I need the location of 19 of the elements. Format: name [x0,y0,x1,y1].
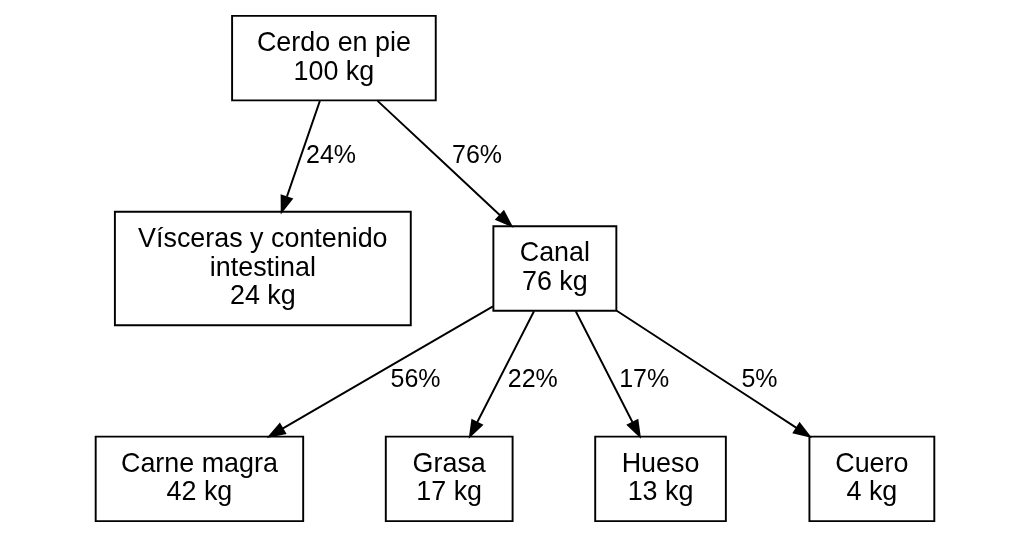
arrow [574,310,641,439]
node-box: Grasa 17 kg [384,435,514,523]
arrow [615,309,812,438]
node-box: Cuero 4 kg [807,435,935,523]
arrow [266,305,494,438]
edge-label: 24% [305,139,356,168]
node-box: Cerdo en pie 100 kg [230,14,437,102]
arrow [468,310,535,439]
edge-label: 5% [740,364,778,393]
arrow [376,99,513,228]
node-box: Canal 76 kg [491,225,617,312]
node-box: Hueso 13 kg [593,435,727,523]
node-box: Carne magra 42 kg [94,435,304,523]
edge-label: 22% [507,364,558,393]
arrow [280,99,321,215]
edge-label: 17% [618,364,669,393]
edge-label: 76% [451,139,502,168]
edge-label: 56% [390,364,441,393]
node-box: Vísceras y contenido intestinal 24 kg [113,210,412,327]
